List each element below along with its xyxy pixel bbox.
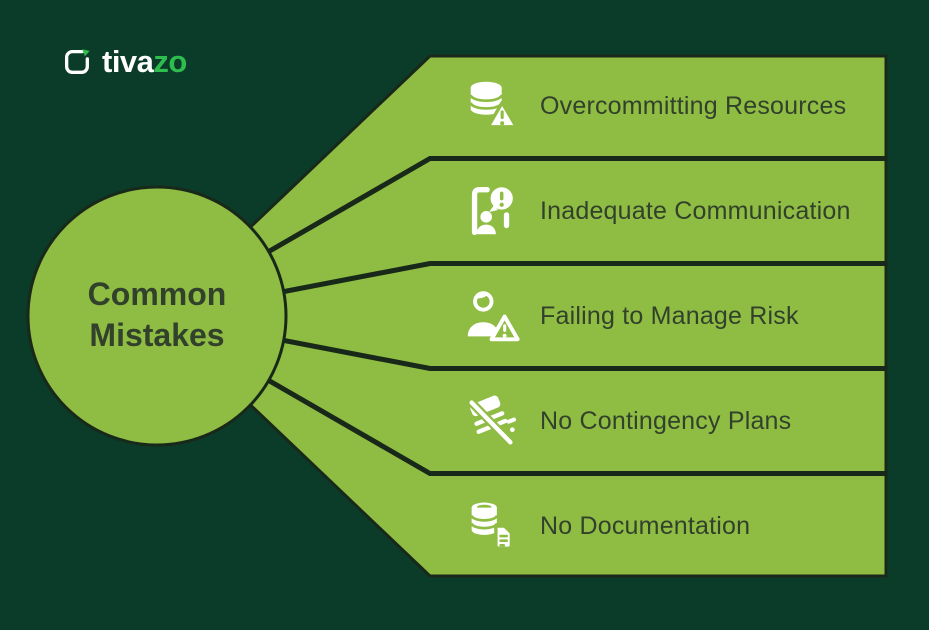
- center-title-line2: Mistakes: [89, 317, 225, 353]
- brand-prefix: tiva: [102, 44, 154, 79]
- item-bar-failing-to-manage-risk: Failing to Manage Risk: [430, 266, 886, 366]
- item-bar-overcommitting-resources: Overcommitting Resources: [430, 56, 886, 156]
- database-document-icon: [470, 502, 514, 550]
- center-node-title: Common Mistakes: [27, 274, 287, 356]
- person-speech-alert-icon: [471, 187, 513, 235]
- item-label: No Contingency Plans: [540, 406, 792, 435]
- layers-slash-icon: [467, 395, 517, 447]
- center-circle: [26, 185, 288, 447]
- item-label: No Documentation: [540, 511, 751, 540]
- item-label: Overcommitting Resources: [540, 91, 847, 120]
- item-bar-no-contingency-plans: No Contingency Plans: [430, 371, 886, 471]
- item-label: Failing to Manage Risk: [540, 301, 799, 330]
- person-warning-icon: [467, 291, 520, 342]
- center-title-line1: Common: [87, 276, 227, 312]
- brand-wordmark: tivazo: [102, 44, 187, 80]
- database-warning-icon: [469, 81, 518, 129]
- tivazo-logo-icon: [64, 48, 90, 74]
- fan-silhouette: [155, 54, 888, 578]
- item-label: Inadequate Communication: [540, 196, 851, 225]
- item-bar-no-documentation: No Documentation: [430, 476, 886, 576]
- item-bar-inadequate-communication: Inadequate Communication: [430, 161, 886, 261]
- brand-logo: tivazo: [62, 44, 187, 80]
- brand-suffix: zo: [153, 44, 187, 79]
